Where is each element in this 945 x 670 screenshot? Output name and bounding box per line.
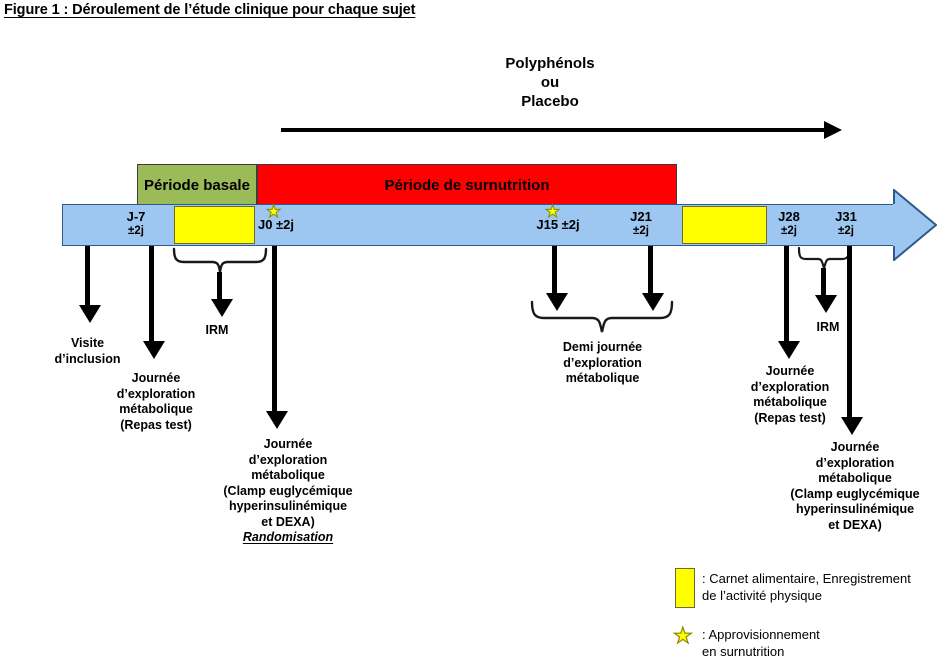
annotation-jem-j28: Journée d’exploration métabolique (Repas… — [750, 364, 830, 425]
day-label-j15: J15 ±2j — [518, 218, 598, 232]
arrow-head-irm-left — [211, 299, 233, 317]
arrow-head-j15 — [546, 293, 568, 311]
treatment-label-group: Polyphénols ou Placebo — [430, 54, 670, 111]
period-label-surnutrition: Période de surnutrition — [384, 176, 550, 194]
arrow-head-jem-j0 — [266, 411, 288, 429]
day-label-j0: J0 ±2j — [240, 218, 312, 232]
day-label-j21-tol: ±2j — [633, 225, 649, 237]
arrow-shaft-jem-j28 — [784, 246, 789, 344]
right-arrow-icon — [824, 121, 842, 139]
brace-demi-journee — [530, 300, 674, 333]
annotation-visite-inclusion: Visite d’inclusion — [54, 336, 121, 366]
timeline-arrow-head-icon — [893, 189, 937, 261]
day-label-j7-day: J-7 — [126, 209, 146, 224]
period-bar-basale: Période basale — [137, 164, 257, 206]
day-label-j31-day: J31 — [835, 209, 857, 224]
treatment-line-polyphenols: Polyphénols — [505, 55, 595, 72]
day-label-j15-day: J15 ±2j — [536, 217, 580, 232]
star-icon-j15: ★ — [544, 202, 561, 221]
annotation-jem-j7: Journée d’exploration métabolique (Repas… — [116, 371, 196, 432]
day-label-j28-tol: ±2j — [781, 225, 797, 237]
day-label-j0-day: J0 ±2j — [257, 217, 295, 232]
arrow-head-jem-j7 — [143, 341, 165, 359]
annotation-jem-j0-main: Journée d’exploration métabolique (Clamp… — [223, 437, 353, 529]
day-label-j7-tol: ±2j — [128, 225, 144, 237]
arrow-shaft-visite-inclusion — [85, 246, 90, 308]
diary-block-2 — [682, 206, 767, 244]
treatment-arrow-shaft — [281, 128, 826, 132]
day-label-j21: J21 ±2j — [611, 210, 671, 238]
star-icon-j0: ★ — [265, 202, 282, 221]
arrow-shaft-j15 — [552, 246, 557, 296]
day-label-j31: J31 ±2j — [818, 210, 874, 238]
arrow-shaft-jem-j31 — [847, 246, 852, 420]
diary-block-1 — [174, 206, 255, 244]
day-label-j31-tol: ±2j — [838, 225, 854, 237]
arrow-head-j21 — [642, 293, 664, 311]
arrow-shaft-irm-right — [821, 268, 826, 298]
figure-title: Figure 1 : Déroulement de l’étude cliniq… — [4, 2, 416, 18]
day-label-j28-day: J28 — [778, 209, 800, 224]
annotation-irm-left: IRM — [205, 323, 229, 337]
arrow-head-irm-right — [815, 295, 837, 313]
day-label-j7: J-7 ±2j — [106, 210, 166, 238]
arrow-head-visite-inclusion — [79, 305, 101, 323]
arrow-shaft-j21 — [648, 246, 653, 296]
annotation-demi-journee: Demi journée d’exploration métabolique — [562, 340, 643, 385]
legend-label-diary: : Carnet alimentaire, Enregistrement de … — [702, 571, 911, 603]
period-bar-surnutrition: Période de surnutrition — [257, 164, 677, 206]
arrow-shaft-jem-j0 — [272, 246, 277, 414]
legend-label-supply: : Approvisionnement en surnutrition — [702, 627, 820, 659]
star-icon-legend: ★ — [672, 623, 693, 648]
legend-swatch-diary — [675, 568, 695, 608]
day-label-j21-day: J21 — [630, 209, 652, 224]
arrow-head-jem-j28 — [778, 341, 800, 359]
day-label-j28: J28 ±2j — [761, 210, 817, 238]
annotation-jem-j31: Journée d’exploration métabolique (Clamp… — [790, 440, 920, 532]
arrow-head-jem-j31 — [841, 417, 863, 435]
annotation-irm-right: IRM — [816, 320, 840, 334]
annotation-jem-j0: Journée d’exploration métabolique (Clamp… — [204, 437, 372, 546]
treatment-line-placebo: Placebo — [521, 93, 579, 110]
annotation-jem-j0-randomisation: Randomisation — [242, 530, 334, 544]
treatment-line-or: ou — [540, 74, 560, 91]
period-label-basale: Période basale — [144, 176, 250, 194]
arrow-shaft-irm-left — [217, 272, 222, 302]
arrow-shaft-jem-j7 — [149, 246, 154, 344]
